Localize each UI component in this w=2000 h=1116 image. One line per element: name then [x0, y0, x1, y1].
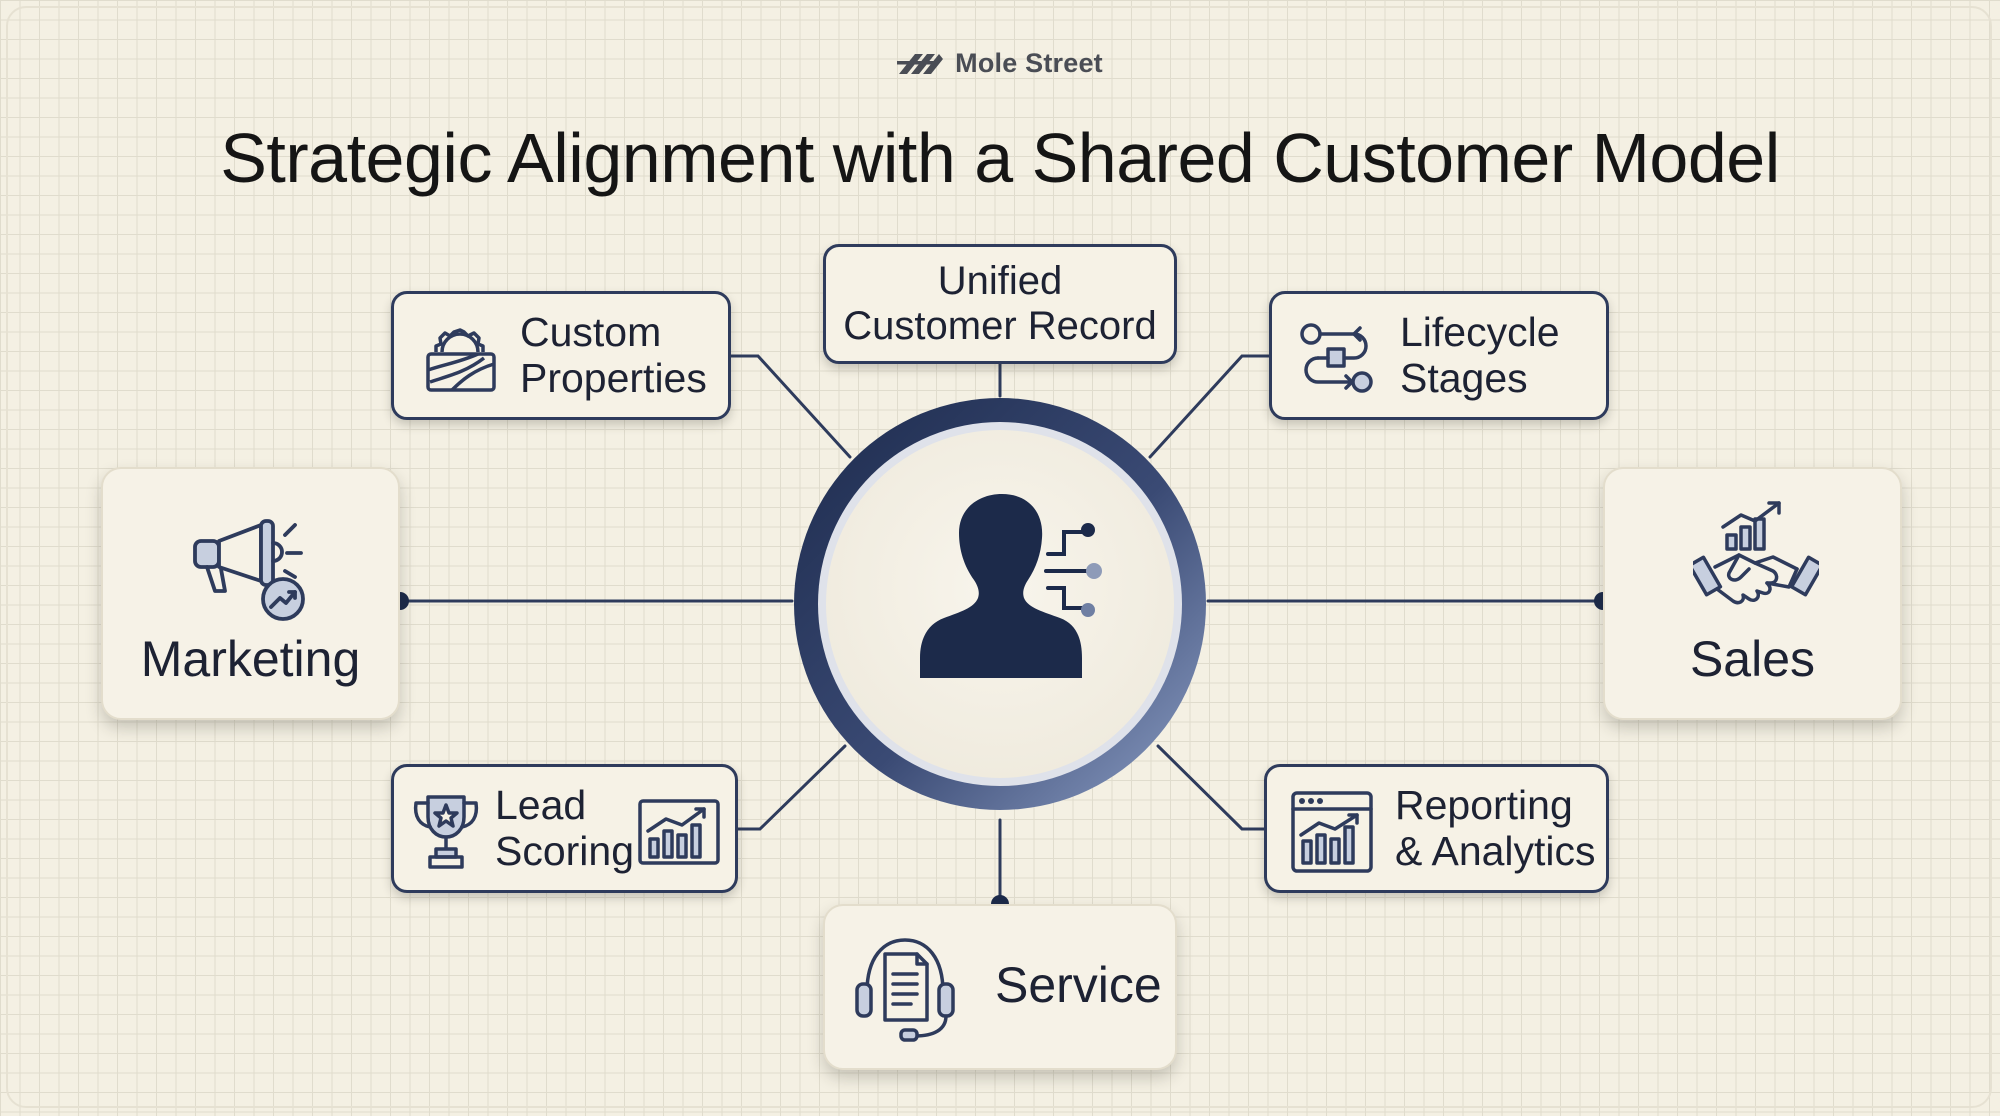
lifecycle-stages-line2: Stages	[1400, 355, 1528, 401]
center-hub	[794, 398, 1206, 810]
data-flow-icon	[1044, 530, 1092, 610]
node-lead-scoring[interactable]: Lead Scoring	[391, 764, 738, 893]
brand-logo-icon	[897, 53, 944, 74]
reporting-line2: & Analytics	[1395, 828, 1596, 874]
custom-properties-line2: Properties	[520, 355, 707, 401]
sales-label: Sales	[1689, 631, 1816, 687]
node-unified-customer-record[interactable]: Unified Customer Record	[823, 244, 1177, 364]
node-service[interactable]: Service	[823, 904, 1177, 1070]
reporting-line1: Reporting	[1395, 782, 1573, 828]
unified-record-line1: Unified	[937, 259, 1063, 303]
handshake-growth-icon	[1693, 501, 1819, 605]
headset-ticket-icon	[855, 938, 955, 1042]
node-sales[interactable]: Sales	[1603, 467, 1902, 720]
node-lifecycle-stages[interactable]: Lifecycle Stages	[1269, 291, 1609, 420]
lead-scoring-line1: Lead	[495, 782, 587, 828]
gear-layers-icon	[426, 328, 496, 392]
lifecycle-stages-line1: Lifecycle	[1400, 309, 1560, 355]
flow-stages-icon	[1300, 323, 1373, 393]
trophy-icon	[413, 795, 479, 869]
dashboard-chart-icon	[1291, 791, 1373, 873]
connector-reporting	[1156, 744, 1266, 831]
customer-profile-icon	[920, 494, 1082, 678]
unified-record-line2: Customer Record	[843, 304, 1157, 348]
lead-scoring-line2: Scoring	[495, 828, 635, 874]
node-reporting-analytics[interactable]: Reporting & Analytics	[1264, 764, 1609, 893]
brand: Mole Street	[0, 48, 2000, 81]
connector-lifecycle-stages	[1148, 354, 1272, 459]
service-label: Service	[995, 957, 1162, 1013]
node-custom-properties[interactable]: Custom Properties	[391, 291, 731, 420]
custom-properties-line1: Custom	[520, 309, 662, 355]
bar-chart-icon	[638, 799, 720, 865]
node-marketing[interactable]: Marketing	[101, 467, 400, 720]
marketing-label: Marketing	[140, 631, 361, 687]
megaphone-icon	[193, 519, 305, 621]
connector-lead-scoring	[736, 744, 847, 831]
connector-custom-properties	[728, 354, 852, 459]
page-title: Strategic Alignment with a Shared Custom…	[220, 119, 1780, 197]
brand-name: Mole Street	[955, 48, 1103, 78]
